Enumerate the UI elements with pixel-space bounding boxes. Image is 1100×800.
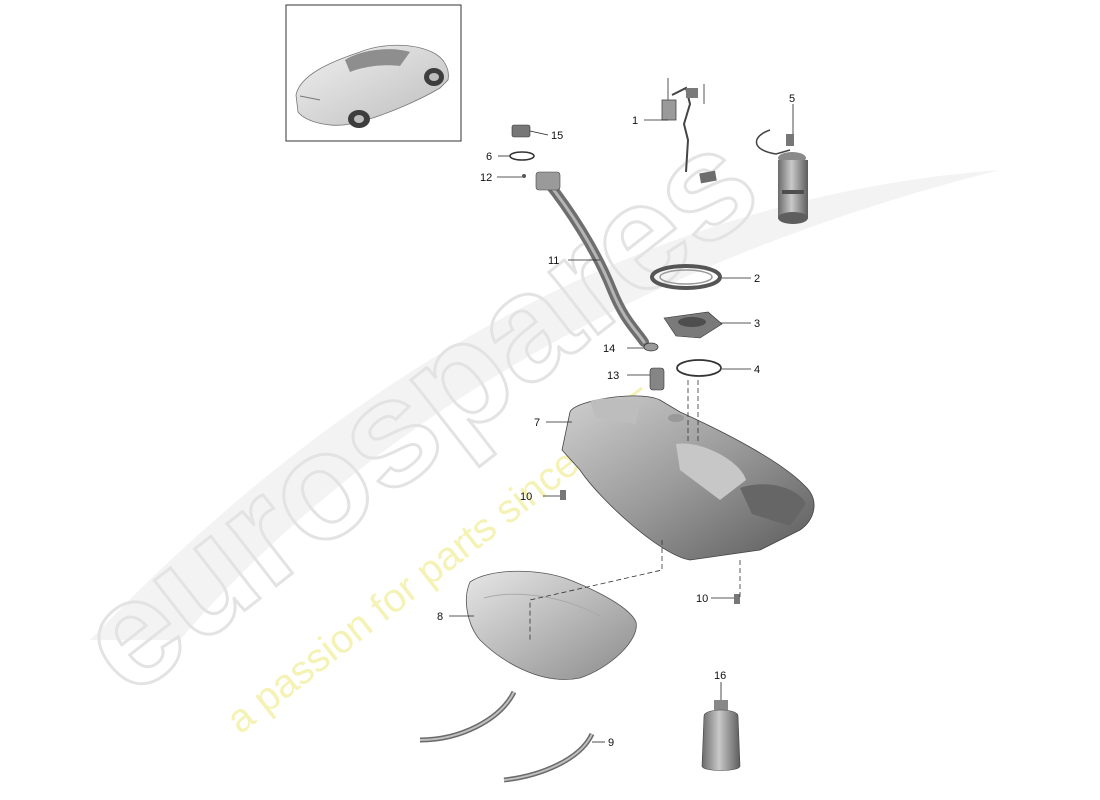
vehicle-thumbnail xyxy=(285,4,462,142)
part-fuel-level-sender[interactable] xyxy=(661,78,717,184)
callout-14[interactable]: 14 xyxy=(603,343,615,355)
callout-1[interactable]: 1 xyxy=(632,115,638,127)
car-illustration xyxy=(295,44,449,128)
callout-13[interactable]: 13 xyxy=(607,370,619,382)
callout-11[interactable]: 11 xyxy=(548,255,559,267)
callout-16[interactable]: 16 xyxy=(714,670,726,682)
callout-10-upper[interactable]: 10 xyxy=(520,491,532,503)
part-tank-strap[interactable] xyxy=(419,690,595,783)
callouts: 1 2 3 4 5 6 7 8 9 10 10 11 12 13 14 15 1… xyxy=(437,93,795,749)
part-bolt[interactable] xyxy=(560,490,740,604)
callout-8[interactable]: 8 xyxy=(437,611,443,623)
part-gasket[interactable] xyxy=(650,264,722,290)
part-o-ring[interactable] xyxy=(676,359,722,377)
callout-2[interactable]: 2 xyxy=(754,273,760,285)
part-fluid-bottle[interactable] xyxy=(701,700,741,771)
callout-10-lower[interactable]: 10 xyxy=(696,593,708,605)
part-valve[interactable] xyxy=(511,124,531,138)
callout-5[interactable]: 5 xyxy=(789,93,795,105)
assembly-lines xyxy=(529,380,741,640)
callout-12[interactable]: 12 xyxy=(480,172,492,184)
callout-7[interactable]: 7 xyxy=(534,417,540,429)
callout-6[interactable]: 6 xyxy=(486,151,492,163)
part-filler-pipe[interactable] xyxy=(535,171,649,347)
part-hose-clamp[interactable] xyxy=(643,342,659,352)
callout-4[interactable]: 4 xyxy=(754,364,760,376)
leader-lines xyxy=(449,104,794,743)
callout-3[interactable]: 3 xyxy=(754,318,760,330)
callout-15[interactable]: 15 xyxy=(551,130,563,142)
part-connector[interactable] xyxy=(649,367,665,391)
part-heat-shield[interactable] xyxy=(465,570,637,680)
part-locking-ring[interactable] xyxy=(663,311,723,339)
callout-9[interactable]: 9 xyxy=(608,737,614,749)
part-fuel-pump[interactable] xyxy=(755,129,808,224)
part-clip[interactable] xyxy=(522,174,526,178)
part-seal-ring[interactable] xyxy=(509,151,535,161)
watermark-swoosh xyxy=(90,170,1000,640)
part-fuel-tank[interactable] xyxy=(561,395,815,561)
